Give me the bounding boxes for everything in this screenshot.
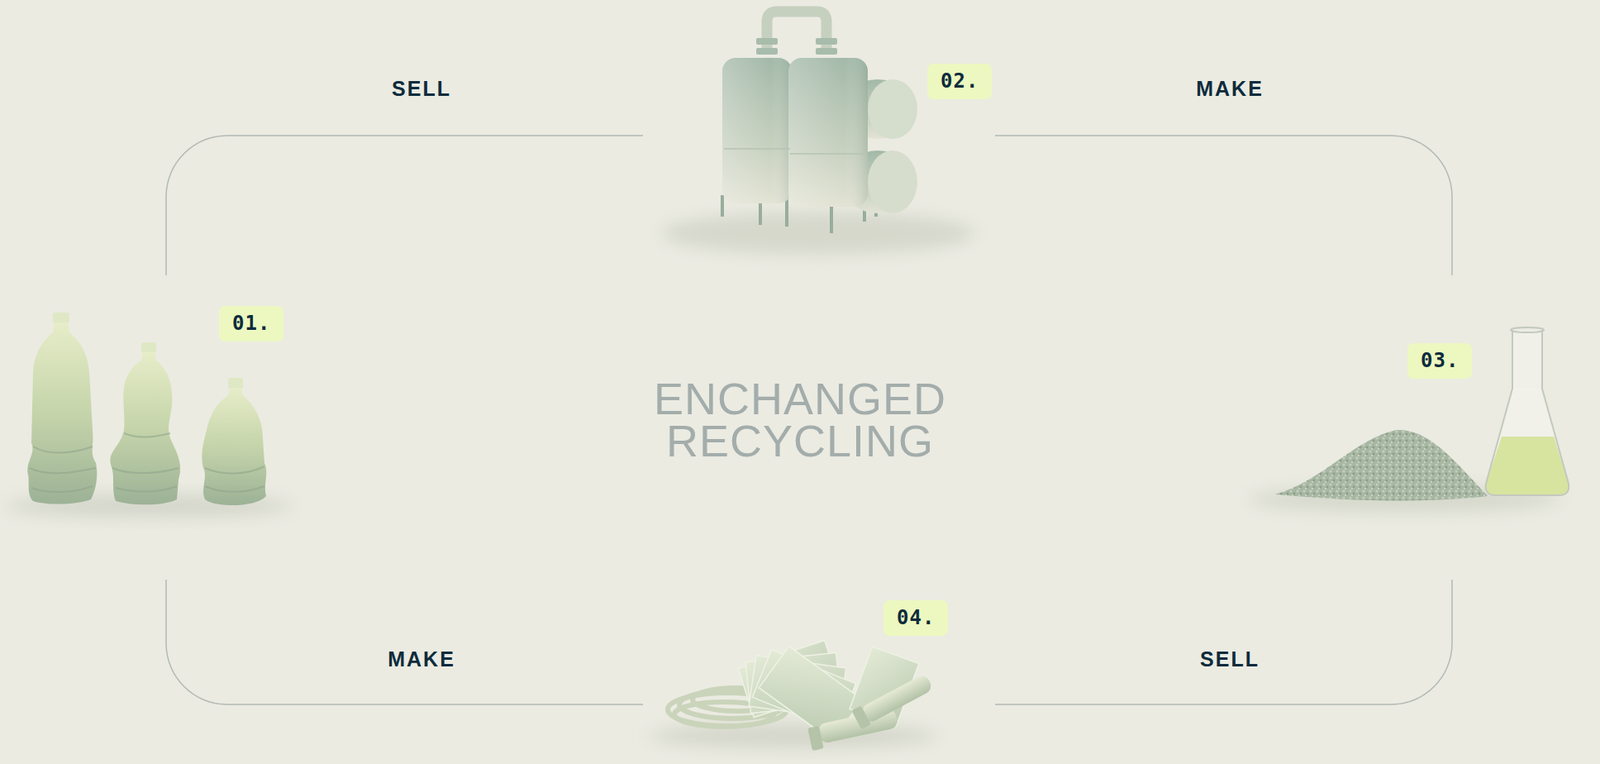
step-label: MAKE [1195,76,1264,101]
cycle-connector [995,135,1453,276]
cycle-connector [995,579,1453,705]
callout-number: 01. [219,305,284,342]
tanks-illustration [661,11,976,255]
cycle-connector [166,135,643,276]
diagram-title: ENCHANGED RECYCLING [626,377,974,463]
step-label: SELL [1200,647,1260,672]
granules-flask-illustration [1247,327,1569,513]
cycle-connector [166,579,643,705]
products-illustration [648,640,939,752]
callout-number: 04. [883,600,948,636]
stage-group: 02. [642,3,996,265]
stage-group: 04. [642,578,996,761]
callout-number: 02. [927,63,992,100]
step-label: SELL [391,76,452,101]
step-label: MAKE [387,647,456,672]
stage-group: 03. [1272,275,1596,580]
stage-group: 01. [16,275,298,580]
bottles-illustration [4,312,294,518]
callout-number: 03. [1407,342,1472,379]
